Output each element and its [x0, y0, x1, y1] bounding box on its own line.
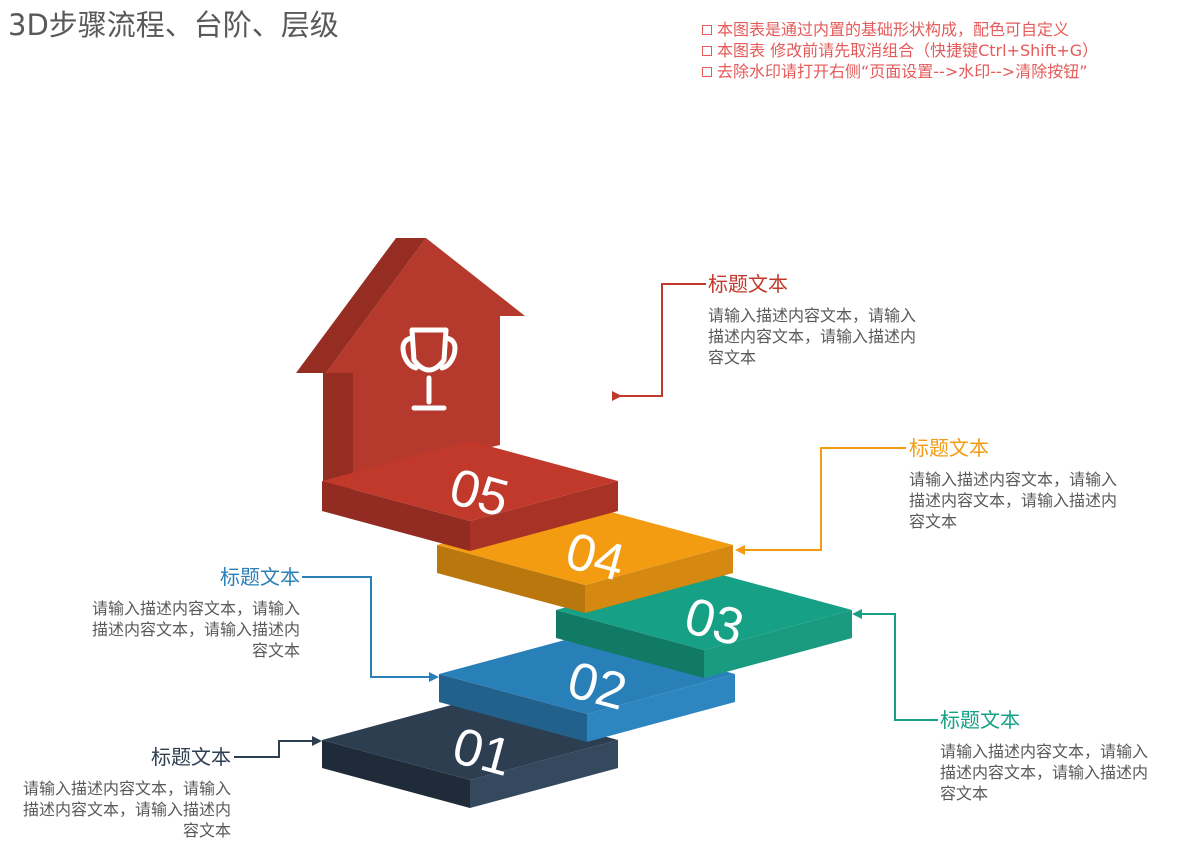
callout-01-desc: 请输入描述内容文本，请输入描述内容文本，请输入描述内容文本 [22, 779, 231, 840]
checkbox-icon [702, 67, 712, 77]
callout-02-desc: 请输入描述内容文本，请输入描述内容文本，请输入描述内容文本 [91, 599, 300, 660]
note-text: 本图表 修改前请先取消组合（快捷键Ctrl+Shift+G） [717, 41, 1099, 60]
callout-01-title: 标题文本 [151, 745, 231, 769]
note-line: 本图表是通过内置的基础形状构成，配色可自定义 [702, 19, 1172, 40]
callout-02-title: 标题文本 [220, 565, 300, 589]
checkbox-icon [702, 25, 712, 35]
callout-02: 标题文本 请输入描述内容文本，请输入描述内容文本，请输入描述内容文本 [80, 564, 300, 661]
connector-04 [735, 447, 906, 555]
callout-04-desc: 请输入描述内容文本，请输入描述内容文本，请输入描述内容文本 [909, 470, 1118, 531]
connector-01 [234, 736, 322, 758]
callout-04-title: 标题文本 [909, 436, 989, 460]
connector-02 [302, 576, 439, 682]
note-line: 去除水印请打开右侧“页面设置-->水印-->清除按钮” [702, 61, 1172, 82]
checkbox-icon [702, 46, 712, 56]
connector-05 [612, 283, 706, 401]
house-backboard [296, 238, 525, 510]
callout-03-title: 标题文本 [940, 708, 1020, 732]
callout-04: 标题文本 请输入描述内容文本，请输入描述内容文本，请输入描述内容文本 [909, 435, 1127, 532]
callout-03: 标题文本 请输入描述内容文本，请输入描述内容文本，请输入描述内容文本 [940, 707, 1158, 804]
callout-05: 标题文本 请输入描述内容文本，请输入描述内容文本，请输入描述内容文本 [708, 271, 926, 368]
callout-05-desc: 请输入描述内容文本，请输入描述内容文本，请输入描述内容文本 [708, 306, 917, 367]
note-line: 本图表 修改前请先取消组合（快捷键Ctrl+Shift+G） [702, 40, 1172, 61]
note-text: 本图表是通过内置的基础形状构成，配色可自定义 [717, 20, 1070, 39]
trophy-icon [400, 327, 458, 411]
page-title: 3D步骤流程、台阶、层级 [8, 8, 339, 42]
note-text: 去除水印请打开右侧“页面设置-->水印-->清除按钮” [717, 62, 1088, 81]
step-05-block: 05 [322, 441, 618, 551]
connector-03 [852, 609, 938, 721]
callout-03-desc: 请输入描述内容文本，请输入描述内容文本，请输入描述内容文本 [940, 742, 1149, 803]
callout-05-title: 标题文本 [708, 272, 788, 296]
notes: 本图表是通过内置的基础形状构成，配色可自定义 本图表 修改前请先取消组合（快捷键… [702, 19, 1172, 82]
callout-01: 标题文本 请输入描述内容文本，请输入描述内容文本，请输入描述内容文本 [10, 744, 231, 841]
